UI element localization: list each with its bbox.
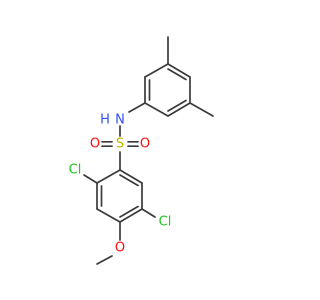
bond-c12-c7	[119, 169, 143, 184]
bond-c4-c5	[167, 102, 191, 117]
atom-label-n: N	[115, 113, 125, 128]
bond-methyl-right	[189, 102, 214, 117]
bond-c10-c11-inner	[119, 205, 139, 218]
atom-labels: N H S O O Cl Cl O	[69, 113, 172, 256]
atom-label-o-right: O	[140, 137, 150, 152]
bond-c7-c8	[96, 169, 121, 184]
atom-label-cl-left: Cl	[69, 163, 82, 178]
bond-c3-n	[128, 102, 146, 113]
bond-c3-c4	[144, 102, 169, 117]
bond-c12-c7-inner	[119, 174, 139, 187]
atom-label-cl-right: Cl	[159, 215, 172, 230]
atom-label-s: S	[116, 137, 124, 152]
bond-c4-c5-inner	[167, 99, 187, 112]
bond-o-ch3	[96, 255, 113, 265]
bond-c1-c2	[144, 63, 169, 78]
bond-c6-c1-inner	[167, 68, 187, 81]
bond-c11-cl	[141, 208, 156, 218]
bond-c10-c11	[119, 208, 143, 223]
atom-label-o-methoxy: O	[115, 241, 125, 256]
bond-c9-c10	[96, 208, 121, 223]
molecule-canvas: N H S O O Cl Cl O	[68, 36, 214, 265]
bond-c6-c1	[167, 63, 191, 78]
bond-c8-cl	[83, 174, 98, 184]
molecule-structure: N H S O O Cl Cl O	[69, 36, 214, 265]
atom-label-h: H	[100, 113, 110, 128]
atom-label-o-left: O	[90, 137, 100, 152]
bonds	[83, 36, 214, 265]
